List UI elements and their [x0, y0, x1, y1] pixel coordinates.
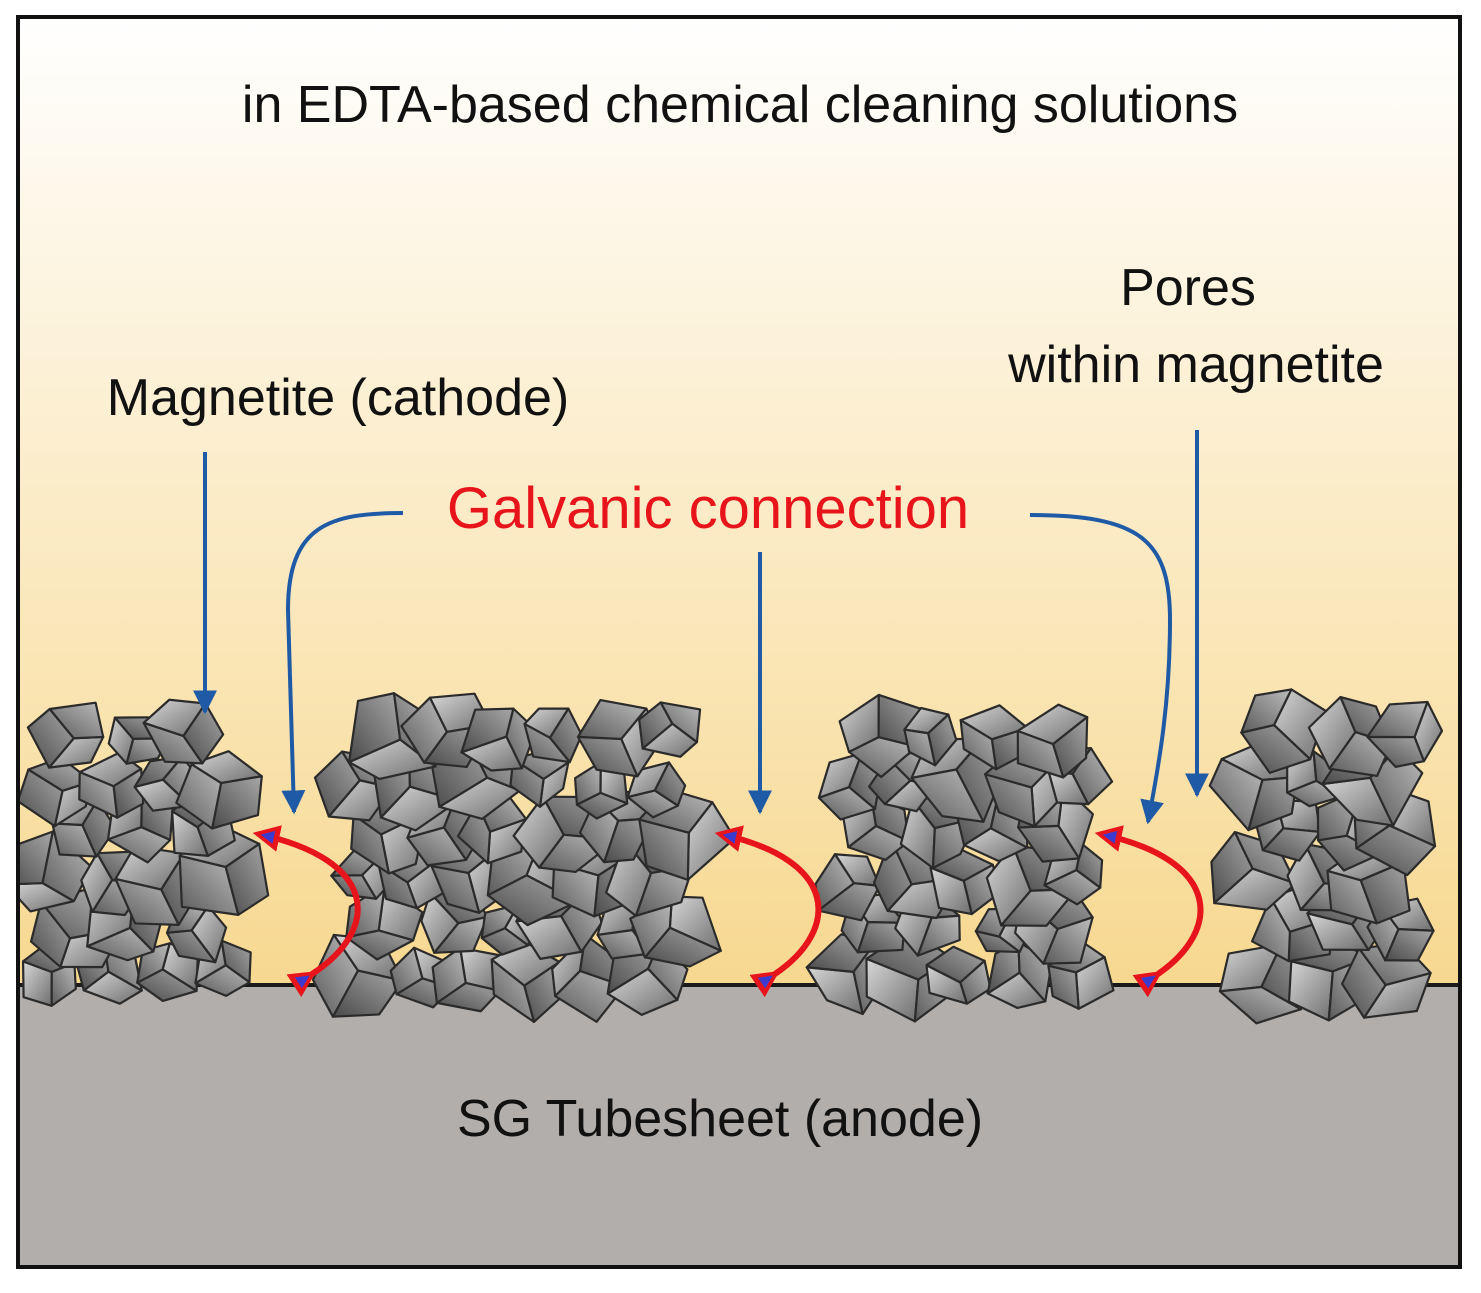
- galvanic-loop-arrow-icon: [1094, 825, 1204, 998]
- magnetite-crystal-icon: [1366, 700, 1444, 768]
- galvanic-loop-arrow-icon: [252, 825, 361, 998]
- galvanic-loops: [252, 825, 1204, 998]
- magnetite-crystal-icon: [903, 706, 958, 767]
- magnetite-crystal-icon: [629, 895, 722, 968]
- magnetite-crystal-icon: [1240, 688, 1327, 774]
- magnetite-crystal-icon: [1326, 846, 1411, 925]
- magnetite-label: Magnetite (cathode): [107, 369, 570, 427]
- magnetite-crystal-icon: [1016, 703, 1089, 779]
- medium-label: in EDTA-based chemical cleaning solution…: [242, 76, 1238, 134]
- substrate-label: SG Tubesheet (anode): [457, 1090, 983, 1148]
- galvanic-loop-arrow-icon: [714, 825, 822, 998]
- magnetite-crystal-icon: [638, 701, 702, 758]
- magnetite-crystal-icon: [1210, 831, 1297, 911]
- magnetite-crystal-icon: [814, 853, 881, 922]
- pointer-arrow-icon: [1029, 513, 1173, 825]
- magnetite-crystal-icon: [18, 830, 93, 913]
- magnetite-crystal-icon: [311, 933, 404, 1018]
- tubesheet-substrate: [18, 985, 1460, 1267]
- pores-label-line2: within magnetite: [1007, 336, 1384, 394]
- magnetite-crystal-icon: [26, 701, 105, 769]
- magnetite-crystal-icon: [523, 707, 583, 764]
- magnetite-crystal-icon: [925, 945, 992, 1005]
- magnetite-crystal-icon: [175, 750, 263, 830]
- solution-background: [18, 17, 1460, 985]
- pointer-arrow-icon: [281, 511, 404, 815]
- magnetite-deposit: [18, 688, 1444, 1025]
- magnetite-crystal-icon: [18, 756, 93, 828]
- figure-frame: [16, 15, 1462, 1269]
- magnetite-crystal-icon: [431, 946, 502, 1013]
- galvanic-connection-label: Galvanic connection: [447, 476, 969, 541]
- pointer-arrows: [193, 430, 1209, 825]
- pores-label-line1: Pores: [1120, 259, 1256, 317]
